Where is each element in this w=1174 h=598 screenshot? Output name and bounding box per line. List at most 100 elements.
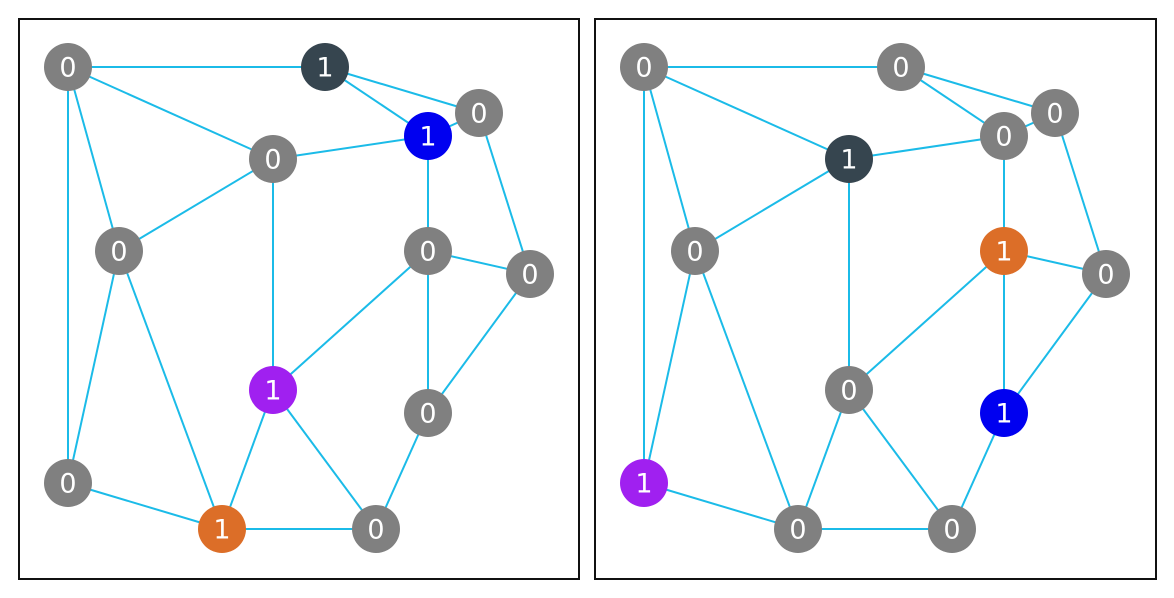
node-F: 0: [95, 227, 143, 275]
node-label: 1: [316, 53, 333, 84]
node-circle: [404, 112, 452, 160]
node-K: 1: [620, 459, 668, 507]
node-label: 1: [264, 376, 281, 407]
node-I: 1: [249, 366, 297, 414]
node-H: 0: [506, 250, 554, 298]
node-J: 0: [404, 389, 452, 437]
node-E: 1: [825, 135, 873, 183]
node-circle: [825, 135, 873, 183]
node-label: 1: [419, 122, 436, 153]
node-circle: [1082, 250, 1130, 298]
edge-F-L: [694, 250, 799, 530]
node-label: 0: [840, 376, 857, 407]
edge-G-I: [272, 250, 429, 391]
edge-G-I: [848, 250, 1005, 391]
node-I: 0: [825, 366, 873, 414]
edge-A-E: [67, 66, 274, 160]
edge-K-L: [67, 482, 223, 530]
node-circle: [301, 43, 349, 91]
node-circle: [352, 505, 400, 553]
node-L: 0: [774, 505, 822, 553]
node-G: 1: [980, 227, 1028, 275]
node-label: 0: [1097, 260, 1114, 291]
node-circle: [825, 366, 873, 414]
edge-H-J: [427, 273, 531, 414]
node-B: 0: [877, 43, 925, 91]
node-A: 0: [44, 43, 92, 91]
node-circle: [249, 135, 297, 183]
edge-E-D: [272, 135, 429, 160]
node-circle: [620, 43, 668, 91]
node-label: 1: [635, 469, 652, 500]
edge-A-E: [643, 66, 850, 160]
node-label: 0: [367, 515, 384, 546]
edge-I-L: [797, 389, 850, 530]
node-H: 0: [1082, 250, 1130, 298]
node-D: 0: [980, 112, 1028, 160]
node-G: 0: [404, 227, 452, 275]
edge-I-M: [848, 389, 953, 530]
node-label: 1: [995, 399, 1012, 430]
node-circle: [620, 459, 668, 507]
edge-F-L: [118, 250, 223, 530]
edge-H-J: [1003, 273, 1107, 414]
node-label: 0: [1046, 99, 1063, 130]
node-label: 1: [840, 145, 857, 176]
node-circle: [980, 112, 1028, 160]
edge-F-K: [67, 250, 120, 484]
node-A: 0: [620, 43, 668, 91]
node-circle: [506, 250, 554, 298]
node-label: 1: [213, 515, 230, 546]
node-circle: [774, 505, 822, 553]
node-label: 0: [521, 260, 538, 291]
edge-A-F: [643, 66, 696, 252]
node-label: 0: [892, 53, 909, 84]
node-circle: [928, 505, 976, 553]
node-label: 0: [264, 145, 281, 176]
node-circle: [980, 389, 1028, 437]
node-circle: [44, 459, 92, 507]
node-C: 0: [455, 89, 503, 137]
edge-E-F: [694, 158, 850, 252]
edge-C-H: [1054, 112, 1107, 275]
node-label: 0: [419, 237, 436, 268]
node-label: 0: [470, 99, 487, 130]
edge-E-D: [848, 135, 1005, 160]
node-K: 0: [44, 459, 92, 507]
node-label: 0: [995, 122, 1012, 153]
node-D: 1: [404, 112, 452, 160]
edge-C-H: [478, 112, 531, 275]
node-circle: [1031, 89, 1079, 137]
node-label: 0: [635, 53, 652, 84]
node-label: 0: [943, 515, 960, 546]
edge-B-C: [324, 66, 480, 114]
node-circle: [198, 505, 246, 553]
node-L: 1: [198, 505, 246, 553]
node-circle: [249, 366, 297, 414]
node-B: 1: [301, 43, 349, 91]
node-label: 1: [995, 237, 1012, 268]
node-circle: [980, 227, 1028, 275]
node-label: 0: [59, 469, 76, 500]
edge-E-F: [118, 158, 274, 252]
edge-I-L: [221, 389, 274, 530]
edge-K-L: [643, 482, 799, 530]
edge-F-K: [643, 250, 696, 484]
node-circle: [404, 227, 452, 275]
node-circle: [44, 43, 92, 91]
node-circle: [877, 43, 925, 91]
node-circle: [455, 89, 503, 137]
node-E: 0: [249, 135, 297, 183]
node-label: 0: [789, 515, 806, 546]
edge-A-F: [67, 66, 120, 252]
left-graph: 0 1 0 1 0 0 0 0 1 0 0 1 0: [44, 43, 554, 553]
node-label: 0: [110, 237, 127, 268]
node-C: 0: [1031, 89, 1079, 137]
node-J: 1: [980, 389, 1028, 437]
node-circle: [95, 227, 143, 275]
node-M: 0: [928, 505, 976, 553]
node-circle: [404, 389, 452, 437]
node-M: 0: [352, 505, 400, 553]
